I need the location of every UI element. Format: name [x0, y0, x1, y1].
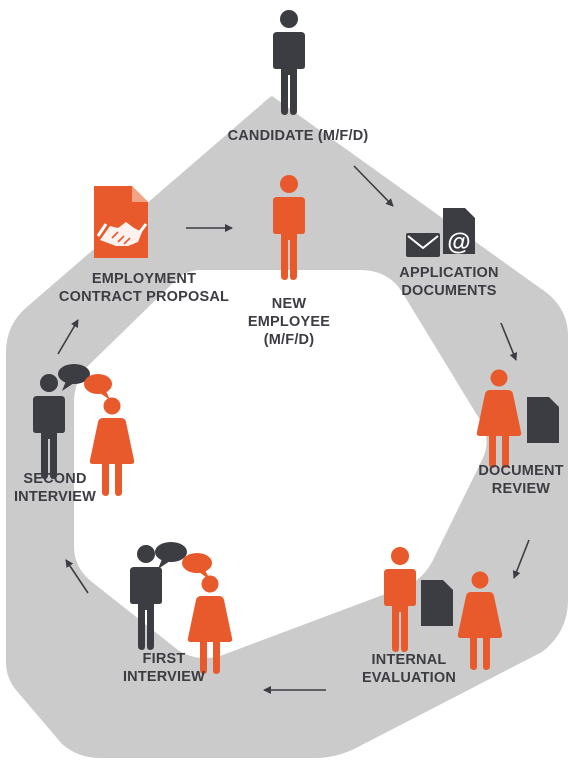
- second-interview-speech-bubbles-icon: [58, 364, 112, 400]
- handshake-document-icon: [94, 186, 148, 258]
- arrow-first-to-second-interview: [65, 559, 89, 594]
- second-interview-label: SECOND INTERVIEW: [13, 471, 97, 505]
- arrow-candidate-to-application: [353, 165, 394, 207]
- arrow-application-to-review: [500, 322, 518, 361]
- first-interview-label: FIRST INTERVIEW: [122, 651, 206, 685]
- document-icon: [527, 397, 559, 443]
- arrow-review-to-evaluation: [512, 539, 530, 579]
- internal-evaluation-document-icon: [421, 580, 453, 626]
- candidate-figure-icon: [273, 10, 305, 115]
- new-employee-label: NEW EMPLOYEE (M/F/D): [247, 296, 331, 348]
- at-sign-document-icon: @: [443, 208, 475, 256]
- employment-contract-proposal-label: EMPLOYMENT CONTRACT PROPOSAL: [58, 271, 230, 305]
- application-documents-label: APPLICATION DOCUMENTS: [399, 265, 499, 299]
- internal-evaluation-label: INTERNAL EVALUATION: [361, 652, 457, 686]
- process-arrows: [57, 165, 530, 694]
- candidate-label: CANDIDATE (M/F/D): [227, 128, 369, 144]
- svg-text:@: @: [447, 229, 470, 256]
- envelope-icon: [406, 233, 440, 257]
- arrow-second-interview-to-contract: [57, 319, 79, 355]
- first-interview-speech-bubbles-icon: [155, 542, 212, 580]
- document-review-label: DOCUMENT REVIEW: [478, 463, 564, 497]
